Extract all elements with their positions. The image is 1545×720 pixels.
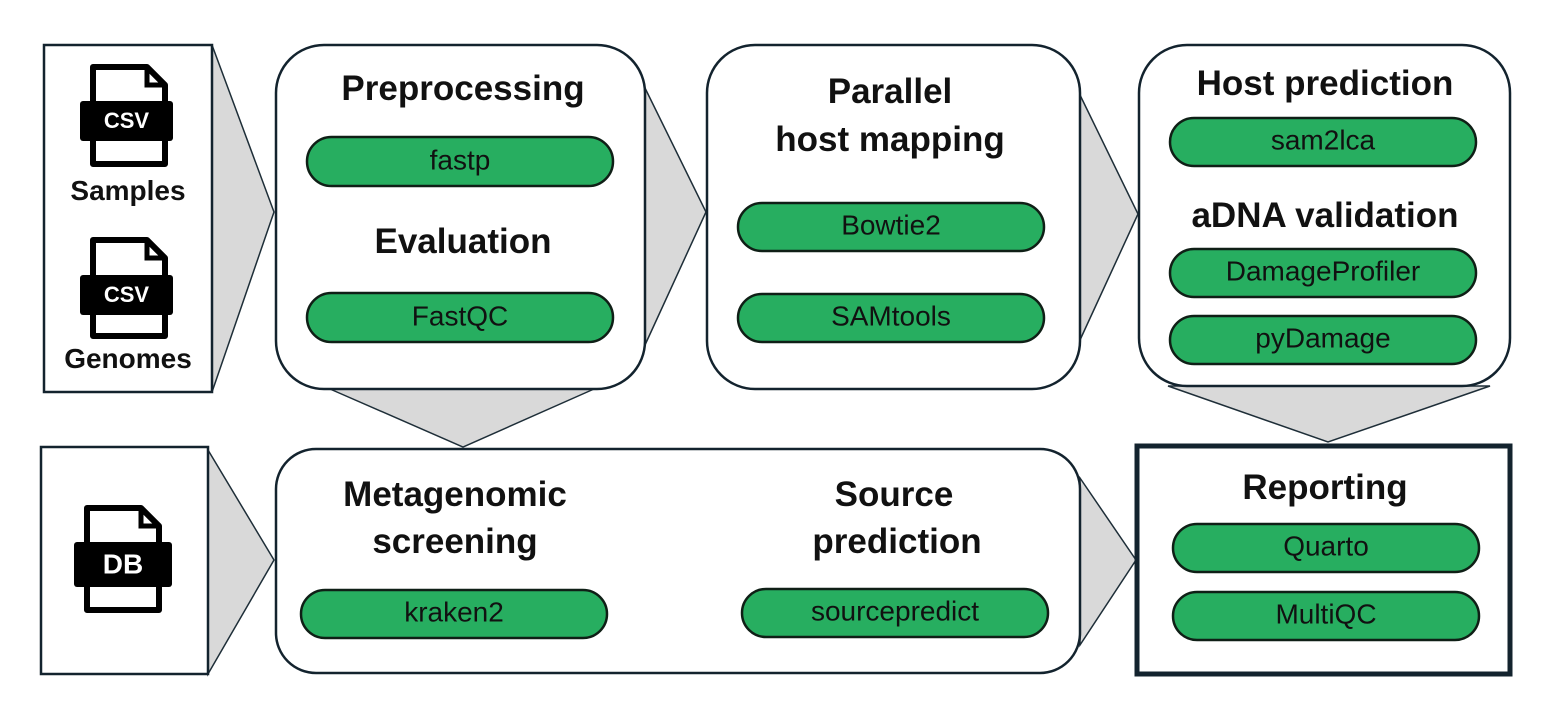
- database-file-icon: DB: [74, 505, 172, 613]
- arrow-preprocessing-to-mapping: [644, 87, 707, 346]
- metagenomic-title-line2: screening: [372, 522, 537, 561]
- arrow-mapping-to-host-prediction: [1079, 94, 1139, 341]
- reporting-title: Reporting: [1242, 468, 1407, 507]
- tool-label-pydamage: pyDamage: [1255, 322, 1390, 353]
- host-mapping-title-line1: Parallel: [828, 72, 953, 111]
- tool-label-damageprofiler: DamageProfiler: [1226, 255, 1421, 286]
- tool-label-sourcepredict: sourcepredict: [811, 595, 979, 626]
- genomes-label: Genomes: [64, 343, 192, 374]
- samples-badge-text: CSV: [104, 108, 150, 133]
- tool-pill-damageprofiler: [1168, 247, 1478, 299]
- arrow-inputs-to-preprocessing: [211, 44, 275, 393]
- tool-pill-fastp: [305, 135, 615, 188]
- arrow-metagenomic-to-reporting: [1079, 475, 1137, 648]
- tool-label-multiqc: MultiQC: [1275, 598, 1376, 629]
- arrow-preprocessing-down-to-metagenomic: [329, 388, 595, 448]
- host-prediction-title: Host prediction: [1197, 64, 1454, 103]
- host-mapping-title-line2: host mapping: [775, 120, 1004, 159]
- adna-validation-title: aDNA validation: [1191, 196, 1458, 235]
- tool-label-quarto: Quarto: [1283, 530, 1369, 561]
- tool-label-fastp: fastp: [430, 144, 491, 175]
- arrow-host-prediction-down-to-reporting: [1167, 385, 1491, 443]
- tool-pill-quarto: [1171, 522, 1481, 574]
- metagenomic-title-line1: Metagenomic: [343, 475, 567, 514]
- arrow-db-to-metagenomic: [207, 447, 275, 677]
- tool-pill-fastqc: [305, 291, 615, 344]
- genomes-badge-text: CSV: [104, 282, 150, 307]
- tool-pill-bowtie2: [736, 201, 1046, 253]
- tool-label-bowtie2: Bowtie2: [841, 209, 941, 240]
- samples-csv-icon: CSV: [80, 64, 173, 167]
- source-prediction-title-line1: Source: [835, 475, 954, 514]
- tool-pill-samtools: [736, 292, 1046, 344]
- evaluation-title: Evaluation: [375, 222, 552, 261]
- tool-label-samtools: SAMtools: [831, 300, 951, 331]
- preprocessing-title: Preprocessing: [341, 69, 584, 108]
- genomes-csv-icon: CSV: [80, 237, 173, 339]
- tool-label-kraken2: kraken2: [404, 596, 504, 627]
- tool-pill-sourcepredict: [740, 587, 1050, 639]
- source-prediction-title-line2: prediction: [812, 522, 981, 561]
- samples-label: Samples: [70, 175, 185, 206]
- tool-label-fastqc: FastQC: [412, 300, 508, 331]
- tool-pill-pydamage: [1168, 314, 1478, 366]
- tool-label-sam2lca: sam2lca: [1271, 124, 1376, 155]
- tool-pill-sam2lca: [1168, 116, 1478, 168]
- tool-pill-kraken2: [299, 588, 609, 640]
- tool-pill-multiqc: [1171, 590, 1481, 642]
- db-badge-text: DB: [103, 548, 143, 579]
